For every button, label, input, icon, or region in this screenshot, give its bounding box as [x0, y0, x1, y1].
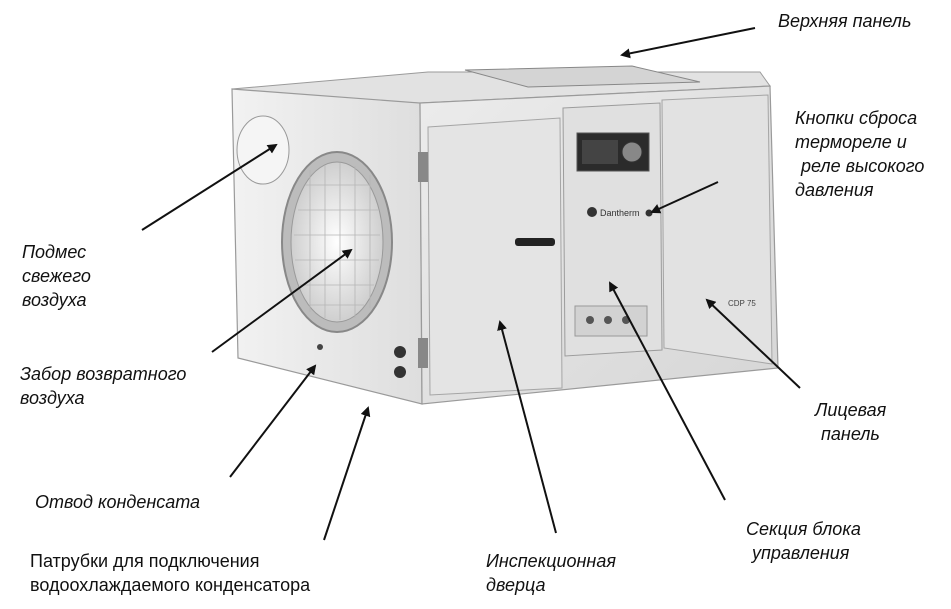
- door-panel: [427, 117, 563, 396]
- arrow-front-panel: [705, 298, 801, 389]
- label-pipes: Патрубки для подключения водоохлаждаемог…: [30, 551, 311, 595]
- brand-logo-icon: [587, 207, 597, 217]
- pipe-port-icon: [394, 346, 406, 358]
- hinge-icon: [418, 338, 428, 368]
- device-illustration: Dantherm CDP 75: [231, 65, 779, 405]
- arrow-reset-buttons: [650, 181, 719, 214]
- front-panel: [661, 94, 773, 365]
- top-panel: [464, 65, 701, 88]
- arrow-pipes: [323, 406, 371, 541]
- label-fresh-air: Подмес свежего воздуха: [22, 242, 91, 310]
- door-handle-icon: [515, 238, 555, 246]
- connector-port-icon: [604, 316, 612, 324]
- label-front-panel: Лицевая панель: [815, 400, 887, 444]
- hinge-icon: [418, 152, 428, 182]
- label-control-section: Секция блока управления: [746, 519, 861, 563]
- arrow-control-section: [609, 281, 726, 501]
- control-knob: [621, 141, 643, 163]
- return-air-filter: [290, 161, 384, 323]
- arrow-fresh-air: [141, 143, 278, 231]
- label-door: Инспекционная дверца: [486, 551, 616, 595]
- brand-text: Dantherm: [600, 208, 640, 218]
- label-condensate: Отвод конденсата: [35, 492, 201, 512]
- arrow-condensate: [229, 364, 317, 478]
- reset-button-icon: [645, 209, 653, 217]
- fresh-air-inlet: [236, 115, 290, 185]
- callout-arrows: [141, 27, 801, 541]
- control-switches: [582, 140, 618, 164]
- arrow-return-air: [211, 248, 353, 353]
- label-reset-buttons: Кнопки сброса термореле и реле высокого …: [795, 108, 925, 200]
- pipe-port-icon: [394, 366, 406, 378]
- condensate-drain-icon: [317, 344, 323, 350]
- arrow-top-panel: [620, 27, 756, 59]
- arrow-door: [497, 320, 557, 534]
- label-return-air: Забор возвратного воздуха: [20, 364, 187, 408]
- connector-port-icon: [586, 316, 594, 324]
- filter-mesh: [294, 163, 380, 320]
- model-text: CDP 75: [728, 299, 756, 308]
- label-top-panel: Верхняя панель: [778, 11, 912, 31]
